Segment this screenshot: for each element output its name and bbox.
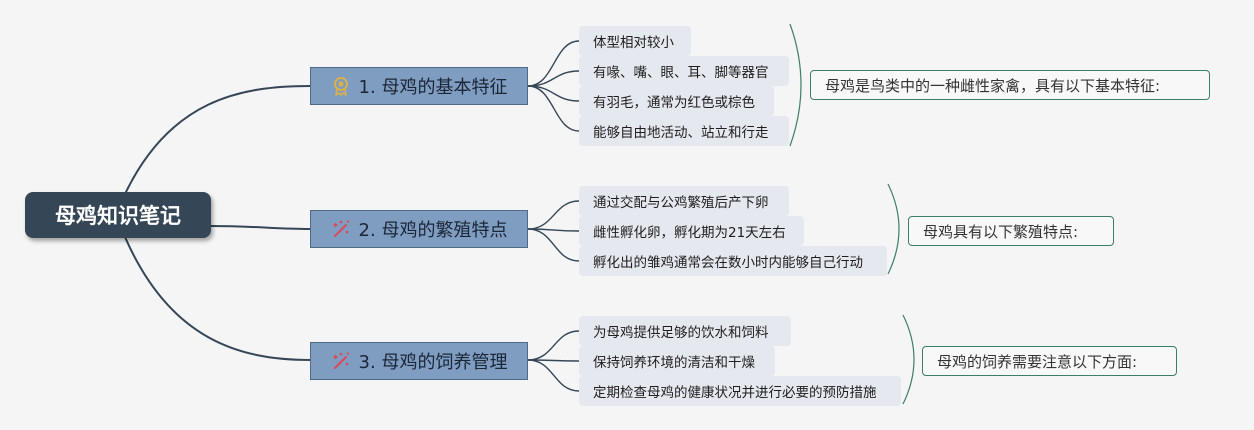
leaf-item[interactable]: 为母鸡提供足够的饮水和饲料 <box>579 316 791 346</box>
root-to-branch-1-line <box>124 85 311 195</box>
sparkle-wand-icon <box>331 351 351 371</box>
summary-bracket-2 <box>887 183 900 275</box>
leaf-item[interactable]: 体型相对较小 <box>579 26 691 56</box>
leaf-item[interactable]: 孵化出的雏鸡通常会在数小时内能够自己行动 <box>579 246 887 276</box>
branch-2-to-leaf-3-line <box>527 228 580 262</box>
root-to-branch-2-line <box>210 225 311 230</box>
leaf-item[interactable]: 有喙、嘴、眼、耳、脚等器官 <box>579 56 789 86</box>
branch-basic-features-label: 1. 母鸡的基本特征 <box>358 77 508 98</box>
summary-basic-features[interactable]: 母鸡是鸟类中的一种雌性家禽，具有以下基本特征: <box>810 70 1210 100</box>
branch-basic-features[interactable]: 1. 母鸡的基本特征 <box>310 67 528 105</box>
branch-reproduction[interactable]: 2. 母鸡的繁殖特点 <box>310 210 528 248</box>
award-ribbon-icon <box>331 76 351 96</box>
branch-1-to-leaf-4-line <box>527 85 580 132</box>
summary-reproduction[interactable]: 母鸡具有以下繁殖特点: <box>908 216 1114 246</box>
root-to-branch-3-line <box>124 236 311 361</box>
branch-reproduction-label: 2. 母鸡的繁殖特点 <box>358 220 508 241</box>
leaf-item[interactable]: 能够自由地活动、站立和行走 <box>579 116 789 146</box>
leaf-item[interactable]: 有羽毛，通常为红色或棕色 <box>579 86 774 116</box>
root-topic[interactable]: 母鸡知识笔记 <box>25 192 211 238</box>
leaf-item[interactable]: 定期检查母鸡的健康状况并进行必要的预防措施 <box>579 376 901 406</box>
summary-bracket-3 <box>902 314 915 405</box>
branch-1-to-leaf-1-line <box>527 40 580 87</box>
branch-1-to-leaf-2-line <box>527 70 580 87</box>
branch-feeding-management-label: 3. 母鸡的饲养管理 <box>358 352 508 373</box>
summary-bracket-1 <box>789 23 802 147</box>
sparkle-wand-icon <box>331 219 351 239</box>
branch-3-to-leaf-3-line <box>527 359 580 392</box>
leaf-item[interactable]: 通过交配与公鸡繁殖后产下卵 <box>579 186 789 216</box>
root-topic-label: 母鸡知识笔记 <box>55 204 181 228</box>
branch-2-to-leaf-1-line <box>527 200 580 230</box>
leaf-item[interactable]: 雌性孵化卵，孵化期为21天左右 <box>579 216 804 246</box>
branch-3-to-leaf-1-line <box>527 330 580 361</box>
branch-feeding-management[interactable]: 3. 母鸡的饲养管理 <box>310 342 528 380</box>
leaf-item[interactable]: 保持饲养环境的清洁和干燥 <box>579 346 775 376</box>
summary-feeding-management[interactable]: 母鸡的饲养需要注意以下方面: <box>922 346 1177 376</box>
